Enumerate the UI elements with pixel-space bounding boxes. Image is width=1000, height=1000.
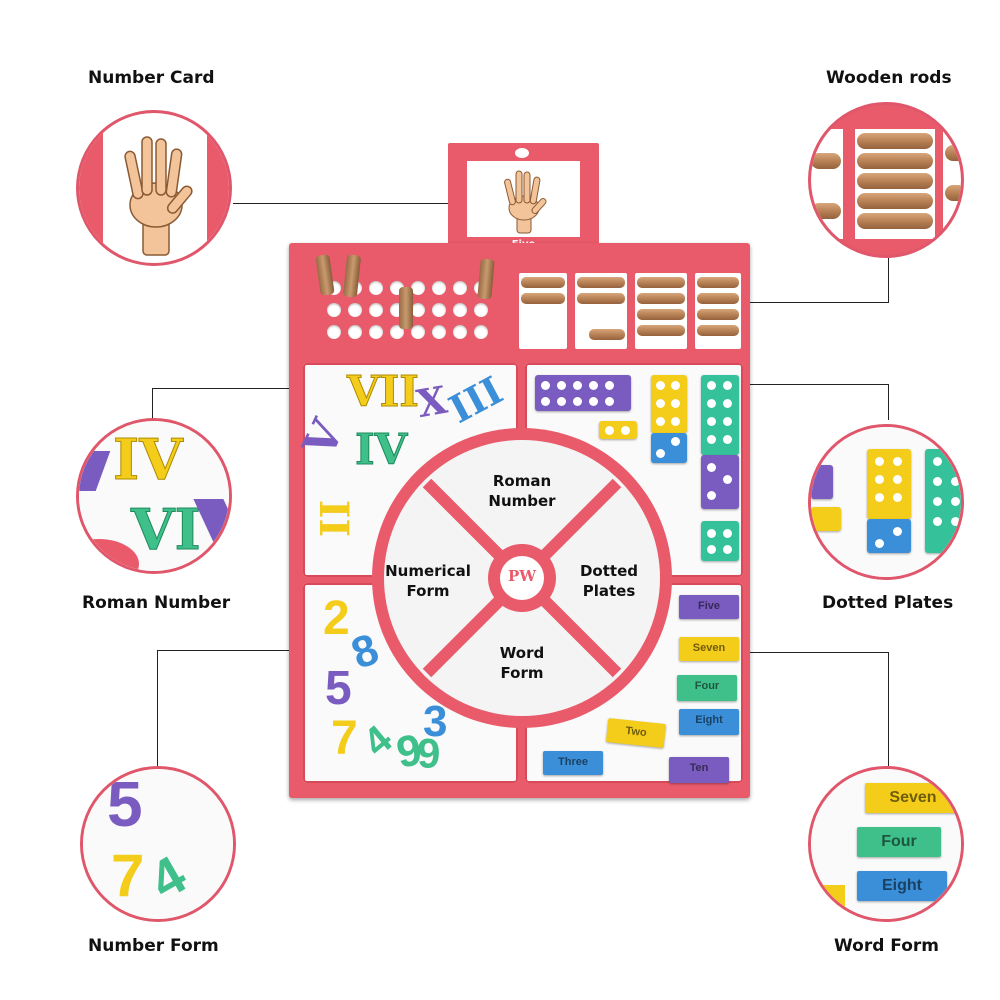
- label-number-card: Number Card: [88, 68, 215, 88]
- wheel-label-dotted[interactable]: Dotted Plates: [579, 562, 638, 600]
- label-wooden-rods: Wooden rods: [826, 68, 952, 88]
- connector-word-h: [710, 652, 888, 653]
- word-tile-seven[interactable]: Seven: [679, 637, 739, 661]
- word-tile-ten[interactable]: Ten: [669, 757, 729, 783]
- zoom-digit-5: 5: [107, 768, 143, 840]
- dotted-plate[interactable]: [651, 433, 687, 463]
- digit-2[interactable]: 2: [323, 592, 350, 645]
- zoom-tile-eight: Eight: [857, 871, 947, 901]
- label-roman-number: Roman Number: [82, 593, 231, 613]
- zoom-circle-number-form: 5 7 4: [80, 766, 236, 922]
- zoom-circle-number-card: [76, 110, 232, 266]
- connector-number-h: [157, 650, 357, 651]
- wooden-peg[interactable]: [399, 287, 413, 329]
- digit-5[interactable]: 5: [325, 662, 352, 715]
- dotted-plate[interactable]: [535, 375, 631, 411]
- zoom-roman-vi: VI: [131, 497, 202, 564]
- wooden-rod[interactable]: [697, 293, 739, 304]
- wooden-rod[interactable]: [637, 277, 685, 288]
- zoom-roman-iv: IV: [113, 427, 184, 494]
- wheel-label-roman[interactable]: Roman Number: [488, 472, 556, 510]
- wheel-label-word[interactable]: Word Form: [499, 644, 545, 682]
- zoom-digit-7: 7: [111, 842, 145, 909]
- connector-roman-h: [152, 388, 352, 389]
- number-card: Five: [448, 143, 599, 255]
- wooden-rod[interactable]: [521, 277, 565, 288]
- wheel-label-numerical[interactable]: Numerical Form: [385, 562, 471, 600]
- connector-plates-h: [660, 384, 888, 385]
- wooden-rod[interactable]: [577, 293, 625, 304]
- roman-numeral-vii[interactable]: VII: [347, 367, 420, 417]
- wooden-rod[interactable]: [521, 293, 565, 304]
- wooden-rod[interactable]: [637, 309, 685, 320]
- wooden-rod[interactable]: [697, 277, 739, 288]
- wooden-rod[interactable]: [697, 325, 739, 336]
- roman-numeral-iv[interactable]: IV: [354, 425, 408, 475]
- category-wheel: [372, 428, 672, 728]
- word-tile-five[interactable]: Five: [679, 595, 739, 619]
- label-dotted-plates: Dotted Plates: [822, 593, 954, 613]
- zoom-circle-roman-number: IV VI: [76, 418, 232, 574]
- pw-logo: PW: [507, 567, 537, 585]
- hand-icon: [124, 136, 193, 256]
- card-logo-icon: [515, 148, 529, 158]
- connector-word-v: [888, 652, 889, 766]
- connector-rods-h: [700, 302, 888, 303]
- word-tile-three[interactable]: Three: [543, 751, 603, 775]
- dotted-plate[interactable]: [701, 521, 739, 561]
- wooden-rod[interactable]: [637, 325, 685, 336]
- zoom-tile-four: Four: [857, 827, 941, 857]
- wooden-rod[interactable]: [577, 277, 625, 288]
- card-hand-icon: [504, 170, 547, 234]
- connector-roman-v: [152, 388, 153, 420]
- word-tile-eight[interactable]: Eight: [679, 709, 739, 735]
- digit-7[interactable]: 7: [331, 712, 358, 765]
- label-number-form: Number Form: [88, 936, 219, 956]
- zoom-circle-wooden-rods: [808, 102, 964, 258]
- label-word-form: Word Form: [834, 936, 939, 956]
- wooden-rod[interactable]: [697, 309, 739, 320]
- connector-number-v: [157, 650, 158, 766]
- wooden-rod[interactable]: [589, 329, 625, 340]
- word-tile-four[interactable]: Four: [677, 675, 737, 701]
- connector-plates-v: [888, 384, 889, 420]
- zoom-circle-dotted-plates: [808, 424, 964, 580]
- zoom-circle-word-form: Seven Four Eight: [808, 766, 964, 922]
- zoom-tile-seven: Seven: [865, 783, 961, 813]
- connector-number-card: [233, 203, 448, 204]
- learning-board: VII X III V IV II 2 8 5 3 7 4 9 6 Five S…: [289, 243, 750, 798]
- connector-rods-v: [888, 245, 889, 303]
- wooden-rod[interactable]: [637, 293, 685, 304]
